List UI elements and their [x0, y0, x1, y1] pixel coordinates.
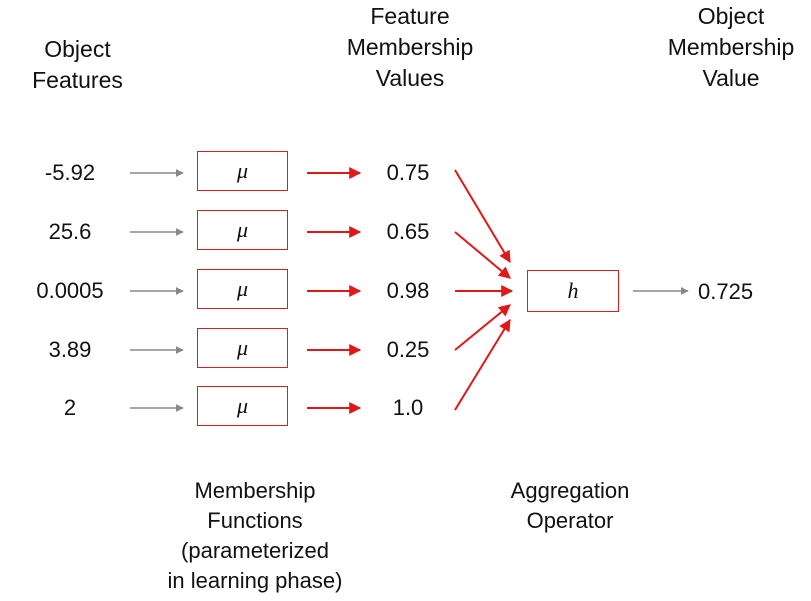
heading-object-membership-value: Object Membership Value — [667, 3, 795, 91]
feature-value: 25.6 — [48, 219, 92, 244]
aggregation-arrow-1 — [454, 169, 511, 264]
membership-value: 0.65 — [386, 219, 430, 244]
membership-value: 0.25 — [386, 337, 430, 362]
membership-function-box: μ — [197, 386, 288, 426]
aggregation-arrow-4 — [454, 304, 511, 351]
membership-function-box: μ — [197, 269, 288, 309]
feature-value: 2 — [63, 395, 77, 420]
membership-value: 0.98 — [386, 278, 430, 303]
membership-value: 0.75 — [386, 160, 430, 185]
aggregation-arrow-5 — [454, 318, 511, 411]
membership-function-box: μ — [197, 210, 288, 250]
caption-membership-functions: Membership Functions (parameterized in l… — [167, 478, 343, 593]
caption-aggregation-operator: Aggregation Operator — [510, 478, 630, 533]
heading-object-features: Object Features — [32, 36, 123, 93]
heading-feature-membership-values: Feature Membership Values — [346, 3, 474, 91]
membership-function-box: μ — [197, 151, 288, 191]
membership-value: 1.0 — [392, 395, 424, 420]
feature-value: 0.0005 — [36, 278, 104, 303]
aggregation-arrow-2 — [454, 231, 511, 279]
feature-value: -5.92 — [44, 160, 96, 185]
object-membership-output: 0.725 — [698, 279, 754, 304]
membership-function-box: μ — [197, 328, 288, 368]
aggregation-operator-box: h — [527, 270, 619, 312]
feature-value: 3.89 — [48, 337, 92, 362]
